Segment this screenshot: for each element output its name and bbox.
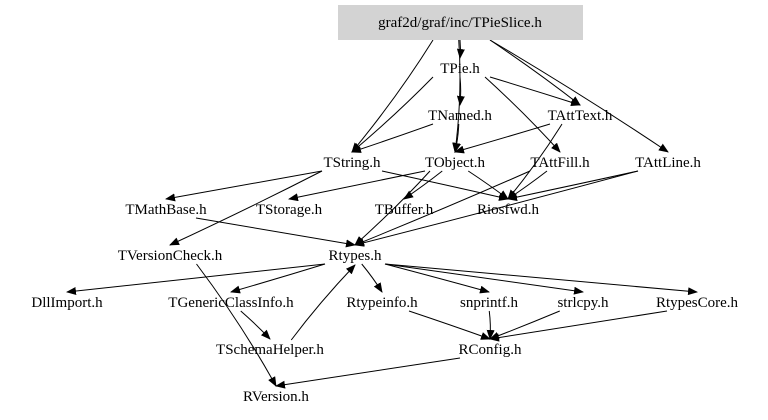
node-label: RVersion.h [243,389,309,405]
node-snprintf-h[interactable]: snprintf.h [460,295,518,311]
node-tpie-h[interactable]: TPie.h [440,61,480,77]
edge [240,310,271,340]
edge [384,263,584,295]
node-label: TAttLine.h [635,155,701,171]
node-dllimport-h[interactable]: DllImport.h [31,295,103,311]
node-rtypescore-h[interactable]: RtypesCore.h [656,295,739,311]
node-strlcpy-h[interactable]: strlcpy.h [557,295,609,311]
node-label: graf2d/graf/inc/TPieSlice.h [378,15,542,31]
edge [361,263,383,293]
node-label: TGenericClassInfo.h [168,295,294,311]
edge [384,263,490,294]
node-tgenericclassinfo-h[interactable]: TGenericClassInfo.h [168,295,294,311]
edge [384,263,698,296]
edge [230,263,326,294]
edge [354,170,639,247]
edge [403,170,443,200]
edge [275,357,461,389]
edge [165,170,323,202]
node-tobject-h[interactable]: TObject.h [425,155,486,171]
edge [456,76,465,106]
node-label: RtypesCore.h [656,295,739,311]
edge [288,170,426,202]
node-rtypes-h[interactable]: Rtypes.h [329,248,382,264]
node-label: DllImport.h [31,295,103,311]
node-label: TAttFill.h [530,155,590,171]
node-rconfig-h[interactable]: RConfig.h [459,342,522,358]
edge [489,39,669,153]
node-label: TStorage.h [256,202,323,218]
node-label: Riosfwd.h [477,202,540,218]
edge [354,170,431,246]
node-tattfill-h[interactable]: TAttFill.h [530,155,590,171]
root-node-box [338,5,583,40]
node-label: TString.h [323,155,381,171]
node-label: Rtypes.h [329,248,382,264]
edge [195,217,356,248]
node-tstorage-h[interactable]: TStorage.h [256,202,323,218]
node-rtypeinfo-h[interactable]: Rtypeinfo.h [346,295,418,311]
node-rversion-h[interactable]: RVersion.h [243,389,309,405]
node-tattline-h[interactable]: TAttLine.h [635,155,701,171]
edge [351,123,434,153]
node-tschemahelper-h[interactable]: TSchemaHelper.h [216,342,324,358]
node-tnamed-h[interactable]: TNamed.h [428,108,492,124]
edge [408,310,491,340]
edge [489,76,581,107]
edge [381,170,509,201]
node-label: TVersionCheck.h [118,248,223,264]
edge [489,310,668,342]
node-label: RConfig.h [459,342,522,358]
edge [354,170,531,246]
edge [489,39,581,106]
edge [351,39,434,153]
node-tbuffer-h[interactable]: TBuffer.h [375,202,434,218]
edge [486,310,495,340]
edge [454,123,551,154]
node-label: strlcpy.h [557,295,609,311]
node-tmathbase-h[interactable]: TMathBase.h [125,202,207,218]
edge [290,264,356,341]
node-label: TObject.h [425,155,486,171]
node-label: TSchemaHelper.h [216,342,324,358]
node-label: TBuffer.h [375,202,434,218]
node-tstring-h[interactable]: TString.h [323,155,381,171]
edge [196,263,277,387]
node-label: snprintf.h [460,295,518,311]
edge [467,170,509,200]
node-riosfwd-h[interactable]: Riosfwd.h [477,202,540,218]
edge [507,170,639,202]
edge [169,170,323,246]
node-label: Rtypeinfo.h [346,295,418,311]
edge [489,310,560,340]
node-graf2d-graf-inc-tpieslice-h[interactable]: graf2d/graf/inc/TPieSlice.h [338,5,583,40]
node-label: TMathBase.h [125,202,207,218]
node-tatttext-h[interactable]: TAttText.h [548,108,613,124]
node-label: TAttText.h [548,108,613,124]
node-label: TPie.h [440,61,480,77]
edge [484,76,561,153]
edge [66,263,326,296]
node-label: TNamed.h [428,108,492,124]
edge [351,76,434,153]
node-tversioncheck-h[interactable]: TVersionCheck.h [118,248,223,264]
